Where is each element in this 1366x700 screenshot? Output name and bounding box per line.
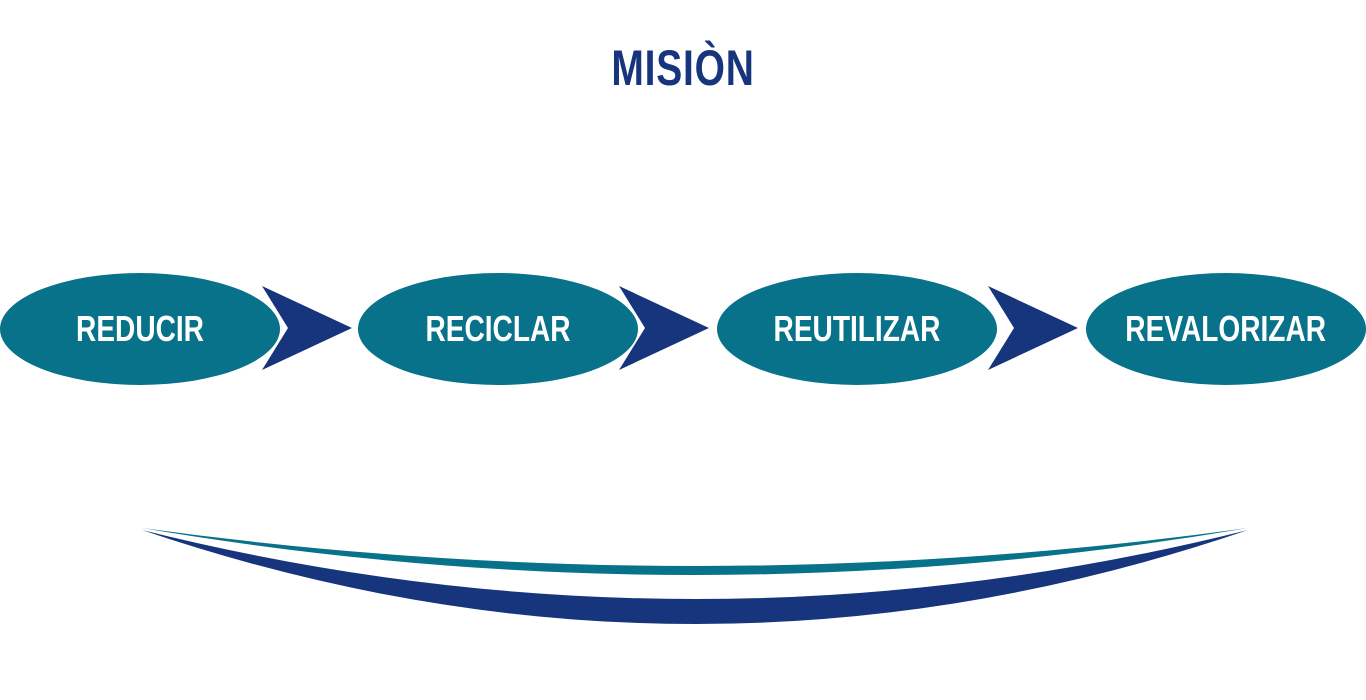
swoosh-icon xyxy=(142,528,1248,624)
step-revalorizar: REVALORIZAR xyxy=(1086,273,1366,385)
step-reducir: REDUCIR xyxy=(0,273,280,385)
step-label-reciclar: RECICLAR xyxy=(425,308,571,349)
chevron-right-icon xyxy=(619,286,709,370)
chevron-right-icon xyxy=(262,286,352,370)
swoosh-navy-band xyxy=(142,530,1248,624)
step-label-reutilizar: REUTILIZAR xyxy=(773,308,941,349)
step-label-reducir: REDUCIR xyxy=(76,308,204,349)
step-reciclar: RECICLAR xyxy=(358,273,638,385)
swoosh-teal-band xyxy=(142,528,1248,575)
page-title: MISIÒN xyxy=(611,40,755,96)
chevron-right-icon xyxy=(988,286,1078,370)
step-reutilizar: REUTILIZAR xyxy=(717,273,997,385)
step-label-revalorizar: REVALORIZAR xyxy=(1125,308,1327,349)
